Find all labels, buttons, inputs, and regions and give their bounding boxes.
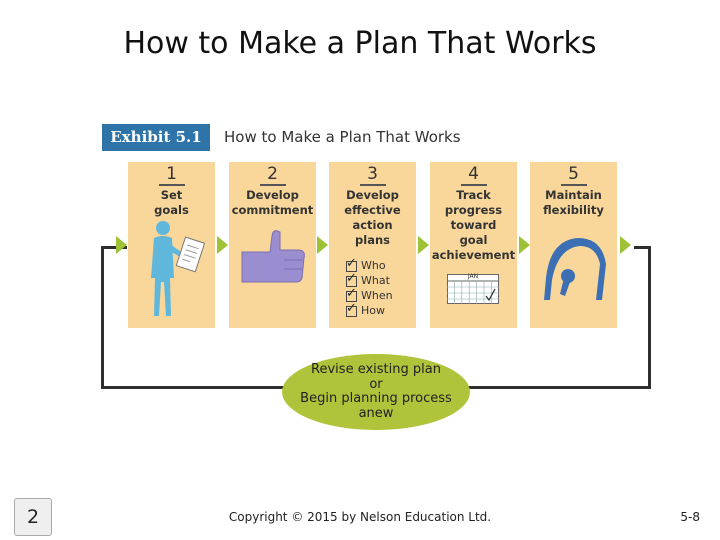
loop-line-right-top — [634, 246, 651, 249]
checklist-item: ✓ When — [346, 285, 393, 303]
loop-line-right — [648, 246, 651, 389]
calendar-month: JAN — [467, 273, 479, 280]
exhibit-badge: Exhibit 5.1 — [102, 124, 210, 151]
step-divider — [259, 184, 286, 186]
step-label: Develop effective action plans — [344, 188, 401, 247]
step-label: Develop commitment — [231, 188, 314, 217]
checklist-item: ✓ What — [346, 270, 393, 288]
copyright-text: Copyright © 2015 by Nelson Education Ltd… — [228, 510, 492, 524]
step-label: Track progress toward goal achievement — [431, 188, 516, 262]
step-number: 5 — [568, 164, 579, 184]
checklist-label: Who — [361, 259, 386, 272]
checklist-label: How — [361, 304, 385, 317]
arrow-icon — [620, 236, 631, 254]
calendar-icon — [447, 274, 499, 304]
step-label: Set goals — [154, 188, 189, 217]
checklist-label: What — [361, 274, 390, 287]
gymnast-icon — [544, 238, 606, 300]
loop-line-left-top — [101, 246, 127, 249]
step-number: 1 — [166, 164, 177, 184]
page-number: 5-8 — [680, 510, 700, 524]
checkbox-icon: ✓ — [346, 270, 357, 287]
revise-text: Revise existing plan or Begin planning p… — [300, 362, 452, 421]
thumbs-up-icon — [241, 230, 305, 283]
checkbox-icon: ✓ — [346, 285, 357, 302]
step-number: 3 — [367, 164, 378, 184]
arrow-icon — [519, 236, 530, 254]
exhibit-title: How to Make a Plan That Works — [224, 128, 461, 146]
checklist-label: When — [361, 289, 393, 302]
arrow-icon — [418, 236, 429, 254]
arrow-icon — [317, 236, 328, 254]
step-divider — [158, 184, 185, 186]
step-3: 3 Develop effective action plans — [329, 162, 416, 328]
slide-title: How to Make a Plan That Works — [123, 26, 597, 61]
checklist-icon: ✓ Who ✓ What ✓ When ✓ How — [346, 255, 393, 318]
step-divider — [359, 184, 386, 186]
step-5: 5 Maintain flexibility — [530, 162, 617, 328]
clipboard-person-icon — [151, 221, 206, 316]
checklist-item: ✓ Who — [346, 255, 393, 273]
arrow-icon — [116, 236, 127, 254]
step-number: 4 — [468, 164, 479, 184]
slide-badge: 2 — [14, 498, 52, 536]
checkbox-icon: ✓ — [346, 255, 357, 272]
arrow-icon — [217, 236, 228, 254]
step-label: Maintain flexibility — [543, 188, 604, 217]
loop-line-left — [101, 246, 104, 388]
step-divider — [560, 184, 587, 186]
checklist-item: ✓ How — [346, 300, 393, 318]
step-divider — [460, 184, 487, 186]
checkbox-icon: ✓ — [346, 300, 357, 317]
revise-ellipse — [282, 354, 470, 430]
step-number: 2 — [267, 164, 278, 184]
